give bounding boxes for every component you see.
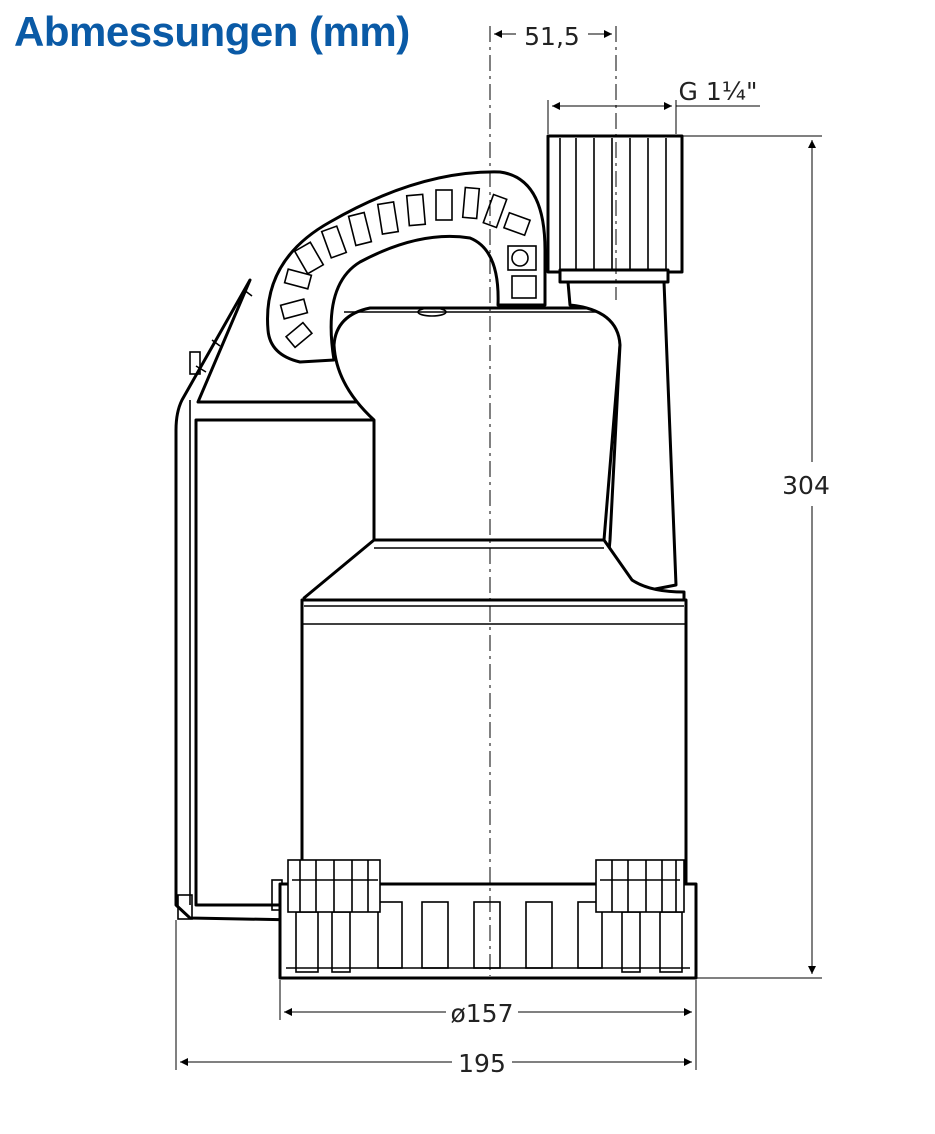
height-label: 304	[782, 471, 830, 500]
dimension-width: 195	[175, 920, 692, 1078]
carry-handle	[266, 170, 547, 364]
dimension-height: 304	[682, 135, 830, 979]
offset-label: 51,5	[524, 22, 580, 51]
motor-housing	[332, 306, 622, 542]
strainer-base	[278, 859, 698, 980]
width-label: 195	[458, 1049, 506, 1078]
pump-body	[300, 598, 688, 886]
side-cable-cover	[174, 278, 376, 922]
dimension-thread: G 1¼"	[547, 77, 760, 134]
dimension-diameter: ø157	[279, 980, 697, 1070]
thread-label: G 1¼"	[679, 77, 758, 106]
page-title: Abmessungen (mm)	[14, 8, 410, 55]
outlet-connector	[546, 134, 684, 592]
diameter-label: ø157	[450, 999, 513, 1028]
dimension-offset: 51,5	[494, 22, 612, 51]
